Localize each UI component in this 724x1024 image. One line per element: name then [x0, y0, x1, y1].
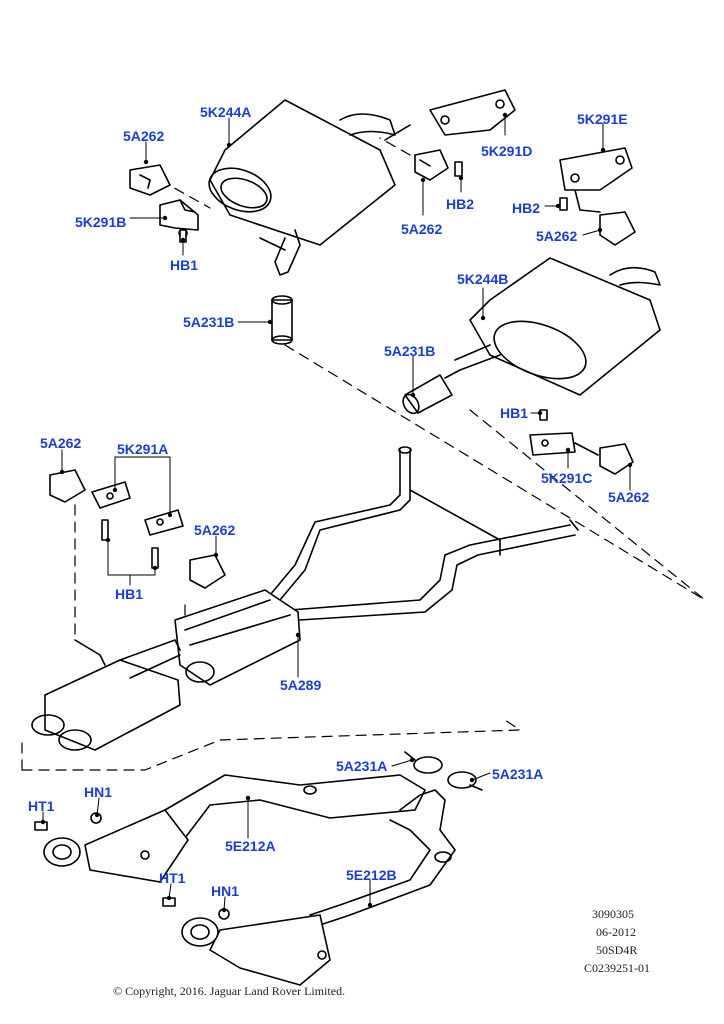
leader-lines — [42, 114, 631, 911]
callout-5k244a[interactable]: 5K244A — [200, 104, 252, 120]
callout-5a289[interactable]: 5A289 — [280, 677, 322, 693]
callout-5a231a[interactable]: 5A231A — [336, 758, 388, 774]
callout-hb2[interactable]: HB2 — [512, 200, 541, 216]
rear-muffler-right[interactable] — [444, 257, 661, 396]
reference-illustration-id: C0239251-01 — [584, 961, 650, 975]
callout-5a231b[interactable]: 5A231B — [183, 314, 235, 330]
front-pipe-left[interactable] — [43, 774, 426, 883]
callout-5a262[interactable]: 5A262 — [401, 221, 443, 237]
bracket-5k291a[interactable] — [91, 481, 184, 536]
bracket-5k291c[interactable] — [529, 432, 599, 456]
callout-hb2[interactable]: HB2 — [446, 196, 475, 212]
callout-5a262[interactable]: 5A262 — [123, 128, 165, 144]
reference-number: 3090305 — [592, 907, 634, 921]
clamp-group[interactable] — [404, 751, 483, 791]
callout-ht1[interactable]: HT1 — [159, 870, 186, 886]
copyright-notice: © Copyright, 2016. Jaguar Land Rover Lim… — [113, 984, 346, 998]
tail-pipe-right[interactable] — [400, 374, 453, 416]
callout-ht1[interactable]: HT1 — [28, 798, 55, 814]
callout-5a262[interactable]: 5A262 — [536, 228, 578, 244]
bolt-group[interactable] — [101, 161, 568, 569]
callout-5k244b[interactable]: 5K244B — [457, 271, 509, 287]
callout-5k291c[interactable]: 5K291C — [541, 470, 593, 486]
callout-5a262[interactable]: 5A262 — [608, 489, 650, 505]
callout-5k291e[interactable]: 5K291E — [577, 111, 628, 127]
rear-muffler-left[interactable] — [203, 99, 411, 276]
callout-5e212a[interactable]: 5E212A — [225, 838, 276, 854]
bracket-upper-right[interactable] — [429, 89, 633, 213]
callout-5k291d[interactable]: 5K291D — [481, 143, 533, 159]
callout-5k291b[interactable]: 5K291B — [75, 214, 127, 230]
callout-hn1[interactable]: HN1 — [211, 883, 240, 899]
callout-hb1[interactable]: HB1 — [500, 405, 529, 421]
reference-date: 06-2012 — [596, 925, 636, 939]
hanger-isolator-group[interactable] — [49, 149, 636, 589]
front-silencer[interactable] — [31, 639, 181, 751]
reference-model-code: 50SD4R — [596, 943, 638, 957]
bracket-left-upper[interactable] — [159, 199, 199, 238]
callout-hb1[interactable]: HB1 — [170, 257, 199, 273]
intermediate-pipe-assembly[interactable] — [269, 446, 579, 621]
callout-5a231a[interactable]: 5A231A — [492, 766, 544, 782]
tail-pipe-left[interactable] — [271, 295, 293, 345]
callout-hb1[interactable]: HB1 — [115, 586, 144, 602]
callout-5a262[interactable]: 5A262 — [194, 522, 236, 538]
callout-hn1[interactable]: HN1 — [84, 784, 113, 800]
callout-5a262[interactable]: 5A262 — [40, 435, 82, 451]
front-pipe-right[interactable] — [181, 789, 456, 986]
centre-resonator[interactable] — [174, 589, 301, 686]
callout-5a231b[interactable]: 5A231B — [384, 343, 436, 359]
callout-5e212b[interactable]: 5E212B — [346, 867, 397, 883]
callout-5k291a[interactable]: 5K291A — [117, 441, 169, 457]
leader-dots — [40, 112, 633, 913]
